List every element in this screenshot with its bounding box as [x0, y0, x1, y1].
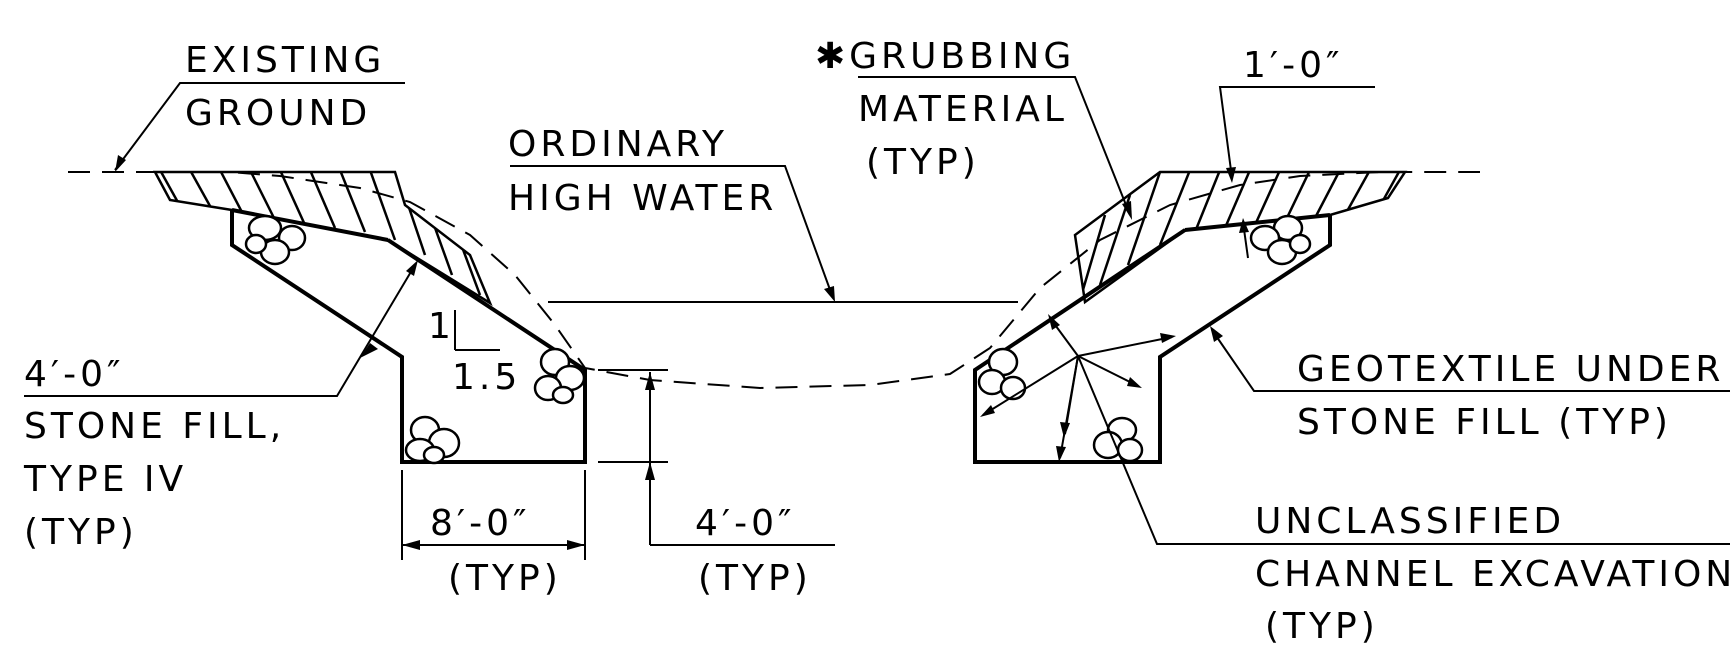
- grubbing-material-right: [1073, 170, 1408, 305]
- label-geotextile-2: STONE FILL (TYP): [1297, 402, 1672, 443]
- label-stone-fill-2: TYPE IV: [23, 459, 187, 500]
- slope-indicator: [454, 310, 500, 351]
- label-existing-ground-2: GROUND: [185, 93, 371, 134]
- leader-existing-ground: [114, 82, 405, 172]
- label-stone-fill-3: (TYP): [24, 512, 138, 553]
- existing-ground-line: [68, 171, 1480, 390]
- rock-cluster-right-top: [1249, 214, 1312, 266]
- label-stone-fill-1: STONE FILL,: [24, 406, 285, 447]
- rock-cluster-left-slope: [533, 347, 586, 405]
- rock-cluster-right-slope: [977, 347, 1027, 401]
- label-bottom-width: 8′-0″: [430, 503, 530, 544]
- stone-fill-left: [230, 208, 587, 464]
- leader-one-foot: [1218, 86, 1375, 259]
- label-excavation-1: UNCLASSIFIED: [1255, 501, 1565, 542]
- label-geotextile-1: GEOTEXTILE UNDER: [1297, 349, 1724, 390]
- label-slope-run: 1.5: [452, 357, 521, 398]
- rock-cluster-left-bottom: [404, 415, 461, 465]
- leader-geotextile: [1210, 326, 1730, 392]
- label-existing-ground-1: EXISTING: [185, 40, 385, 81]
- label-excavation-3: (TYP): [1265, 606, 1379, 646]
- leader-excavation: [980, 314, 1730, 545]
- label-grubbing-2: MATERIAL: [858, 89, 1068, 130]
- label-depth-typ: (TYP): [698, 558, 812, 599]
- label-bottom-width-typ: (TYP): [448, 558, 562, 599]
- grubbing-material-left: [152, 170, 493, 307]
- label-slope-rise: 1: [428, 306, 455, 347]
- dimension-depth: [598, 369, 835, 546]
- rock-cluster-right-bottom: [1092, 416, 1144, 463]
- label-grubbing-3: (TYP): [866, 142, 980, 183]
- stone-fill-right: [973, 213, 1332, 464]
- dimension-bottom-width: [401, 470, 586, 560]
- label-grubbing-1: ✱GRUBBING: [815, 36, 1075, 77]
- label-excavation-2: CHANNEL EXCAVATION: [1255, 554, 1735, 595]
- rock-cluster-left-top: [244, 214, 307, 266]
- label-ordinary-high-water-2: HIGH WATER: [508, 178, 777, 219]
- label-one-foot: 1′-0″: [1243, 45, 1343, 86]
- leader-grubbing: [858, 76, 1132, 220]
- leader-stone-fill: [24, 260, 418, 397]
- label-depth: 4′-0″: [695, 503, 795, 544]
- label-ordinary-high-water-1: ORDINARY: [508, 124, 728, 165]
- leader-ordinary-high-water: [510, 165, 835, 302]
- label-stone-fill-dim: 4′-0″: [24, 354, 124, 395]
